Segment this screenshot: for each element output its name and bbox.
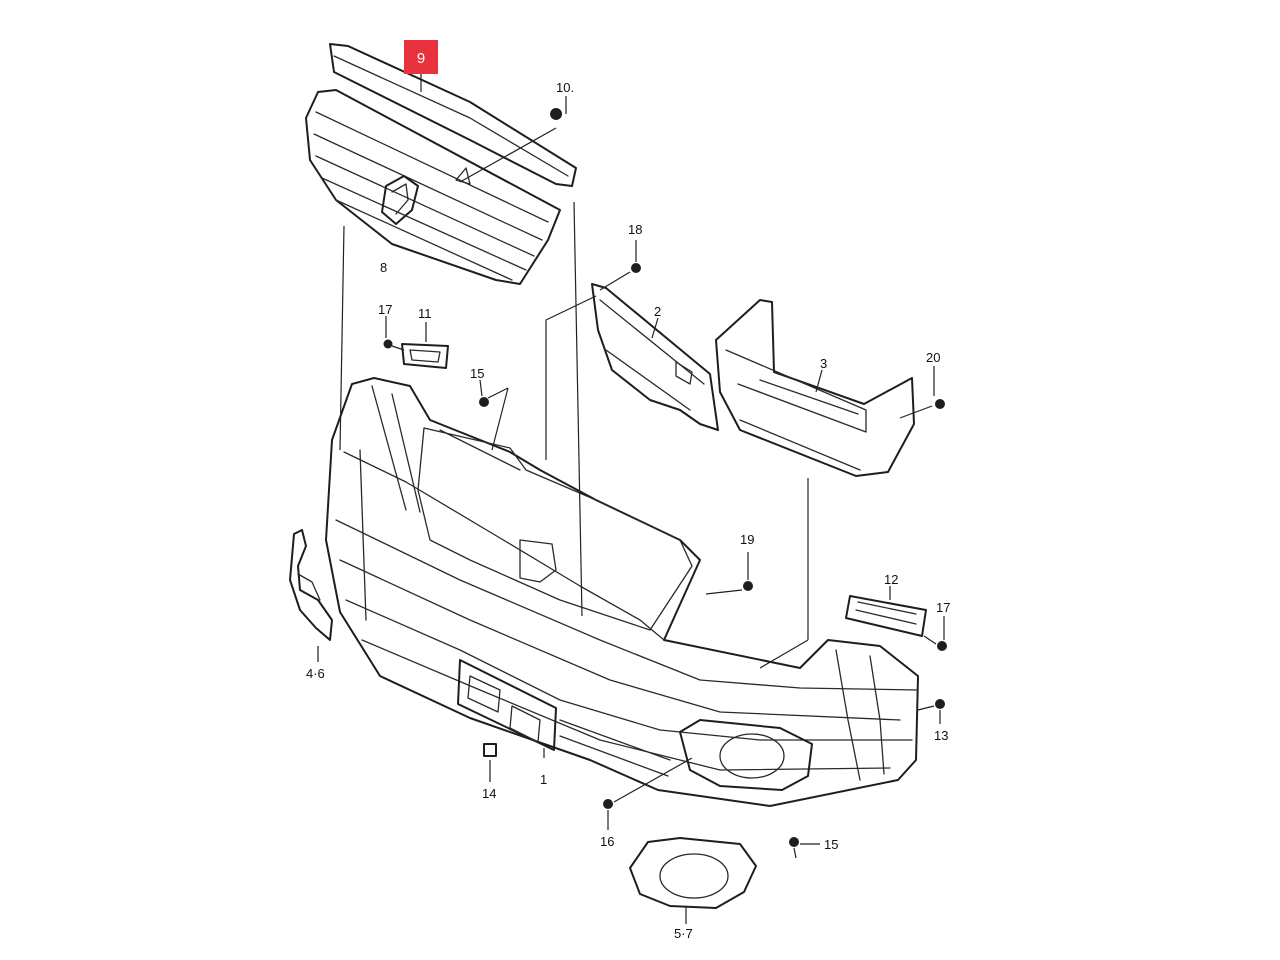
part-1-front-bumper[interactable] (325, 201, 919, 807)
label-17-left: 17 (378, 302, 392, 317)
label-4-6: 4·6 (306, 666, 325, 681)
part-17-screw-left[interactable] (383, 316, 405, 351)
label-16: 16 (600, 834, 614, 849)
part-4-6-side-bracket[interactable] (289, 529, 333, 662)
part-15-clip-lower[interactable] (789, 837, 820, 859)
part-19-screw[interactable] (705, 552, 753, 595)
label-14: 14 (482, 786, 496, 801)
label-19: 19 (740, 532, 754, 547)
highlight-badge-label: 9 (417, 50, 425, 67)
label-1: 1 (540, 772, 547, 787)
part-11-bracket[interactable] (401, 322, 449, 369)
label-20: 20 (926, 350, 940, 365)
part-16-screw[interactable] (603, 757, 693, 830)
label-13: 13 (934, 728, 948, 743)
part-15-clip-upper[interactable] (479, 379, 509, 451)
label-3: 3 (820, 356, 827, 371)
label-15-lower: 15 (824, 837, 838, 852)
part-20-screw[interactable] (899, 366, 945, 419)
part-12-bracket[interactable] (845, 586, 927, 637)
part-3-air-duct[interactable] (715, 299, 915, 477)
label-2: 2 (654, 304, 661, 319)
part-8-front-grille[interactable] (305, 89, 561, 285)
part-5-7-fog-lamp-bezel[interactable] (629, 837, 757, 924)
label-17-right: 17 (936, 600, 950, 615)
part-18-screw[interactable] (599, 240, 641, 291)
label-18: 18 (628, 222, 642, 237)
part-2-grille-panel[interactable] (591, 283, 719, 431)
label-15-upper: 15 (470, 366, 484, 381)
highlight-badge-9[interactable]: 9 (404, 40, 438, 92)
label-5-7: 5·7 (674, 926, 693, 941)
label-12: 12 (884, 572, 898, 587)
part-labels: 1 2 3 4·6 5·7 8 10. 11 12 13 14 15 15 16… (306, 80, 950, 941)
part-17-screw-right[interactable] (923, 616, 947, 651)
part-9-grille-molding[interactable] (329, 43, 577, 187)
part-13-clip[interactable] (917, 699, 945, 724)
part-10-screw[interactable] (459, 96, 567, 183)
part-14-clip[interactable] (483, 743, 497, 782)
label-11: 11 (418, 306, 432, 321)
label-10: 10. (556, 80, 574, 95)
label-8: 8 (380, 260, 387, 275)
highlight-badge-box (404, 40, 438, 74)
